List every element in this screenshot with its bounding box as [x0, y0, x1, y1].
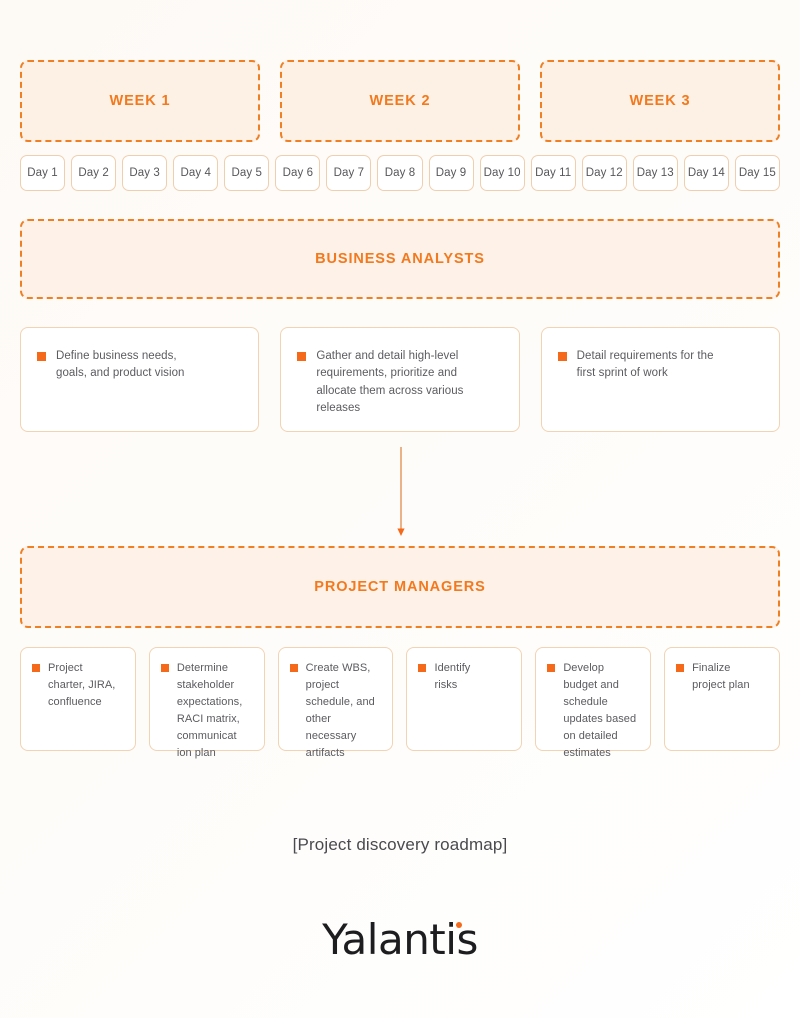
brand-logo: Yalantis	[0, 915, 800, 964]
project-managers-banner: PROJECT MANAGERS	[20, 546, 780, 628]
day-chip: Day 13	[632, 155, 678, 191]
day-chip: Day 7	[326, 155, 372, 191]
day-chip: Day 9	[428, 155, 474, 191]
logo-dot-icon	[455, 922, 462, 928]
task-text: Develop budget and schedule updates base…	[563, 662, 637, 760]
week-box-2: WEEK 2	[280, 60, 520, 142]
task-card: Project charter, JIRA, confluence	[20, 647, 136, 751]
task-text: Create WBS, project schedule, and other …	[305, 662, 375, 760]
day-chip: Day 1	[20, 155, 66, 191]
day-chip: Day 10	[479, 155, 525, 191]
day-chip: Day 15	[734, 155, 780, 191]
weeks-row: WEEK 1 WEEK 2 WEEK 3	[20, 60, 780, 142]
project-managers-label: PROJECT MANAGERS	[314, 579, 486, 595]
bullet-square-icon	[418, 664, 427, 672]
business-analysts-label: BUSINESS ANALYSTS	[315, 251, 485, 267]
week-label: WEEK 3	[629, 93, 691, 109]
task-text: Project charter, JIRA, confluence	[48, 662, 116, 709]
day-chip: Day 6	[275, 155, 321, 191]
day-chip: Day 4	[173, 155, 219, 191]
bullet-square-icon	[547, 664, 556, 672]
week-box-3: WEEK 3	[540, 60, 780, 142]
task-card: Identify risks	[406, 647, 523, 751]
task-card: Define business needs, goals, and produc…	[20, 327, 260, 432]
week-label: WEEK 2	[369, 93, 431, 109]
task-text: Gather and detail high-level requirement…	[316, 350, 464, 415]
task-card: Gather and detail high-level requirement…	[280, 327, 520, 432]
bullet-square-icon	[289, 664, 298, 672]
task-text: Define business needs, goals, and produc…	[56, 350, 185, 380]
day-chip: Day 11	[530, 155, 576, 191]
day-chip: Day 8	[377, 155, 423, 191]
week-label: WEEK 1	[109, 93, 171, 109]
bullet-square-icon	[676, 664, 685, 672]
figure-caption: [Project discovery roadmap]	[292, 835, 508, 854]
task-text: Identify risks	[434, 662, 471, 692]
task-text: Detail requirements for the first sprint…	[576, 350, 714, 380]
bullet-square-icon	[297, 352, 307, 361]
task-card: Detail requirements for the first sprint…	[540, 327, 780, 432]
project-managers-task-row: Project charter, JIRA, confluence Determ…	[20, 647, 780, 759]
task-text: Finalize project plan	[692, 662, 750, 692]
task-card: Finalize project plan	[664, 647, 780, 751]
day-chip: Day 3	[122, 155, 168, 191]
day-chip: Day 14	[683, 155, 729, 191]
logo-text: Yalantis	[322, 915, 478, 964]
logo-wrap: Yalantis	[322, 915, 478, 964]
down-arrow-icon	[396, 447, 406, 537]
day-chip: Day 2	[71, 155, 117, 191]
day-chip: Day 12	[581, 155, 627, 191]
day-chip: Day 5	[224, 155, 270, 191]
task-card: Determine stakeholder expectations, RACI…	[148, 647, 265, 759]
days-row: Day 1 Day 2 Day 3 Day 4 Day 5 Day 6 Day …	[20, 155, 780, 191]
task-card: Develop budget and schedule updates base…	[535, 647, 652, 759]
business-analysts-task-row: Define business needs, goals, and produc…	[20, 327, 780, 432]
week-box-1: WEEK 1	[20, 60, 260, 142]
bullet-square-icon	[32, 664, 40, 672]
task-card: Create WBS, project schedule, and other …	[277, 647, 394, 759]
business-analysts-banner: BUSINESS ANALYSTS	[20, 219, 780, 299]
task-text: Determine stakeholder expectations, RACI…	[176, 662, 243, 760]
bullet-square-icon	[37, 352, 46, 361]
bullet-square-icon	[557, 352, 567, 361]
bullet-square-icon	[160, 664, 169, 672]
